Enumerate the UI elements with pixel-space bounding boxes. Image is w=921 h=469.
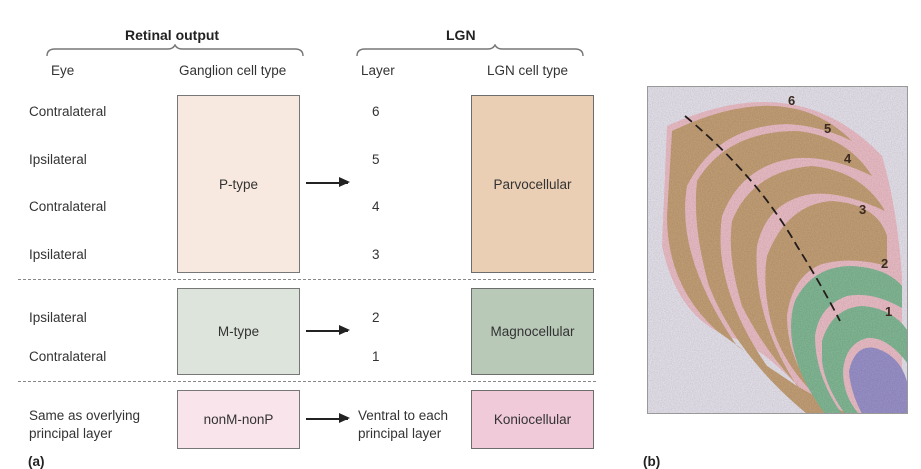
layer-number-6: 6 [372, 104, 380, 119]
retinal-output-title: Retinal output [125, 27, 220, 43]
histology-label-1: 1 [885, 304, 892, 319]
lgn-brace [356, 44, 584, 57]
ganglion-label-nonm-nonp: nonM-nonP [203, 412, 274, 427]
lgn-label-parvocellular: Parvocellular [493, 176, 572, 192]
parvo-layer-5 [695, 131, 872, 414]
column-header-layer: Layer [361, 63, 395, 78]
layer-number-3: 3 [372, 247, 380, 262]
histology-label-6: 6 [788, 93, 795, 108]
ganglion-box-nonm-nonp: nonM-nonP [177, 390, 300, 449]
layer-number-2: 2 [372, 310, 380, 325]
magno-layer-2 [791, 266, 902, 414]
separator-parvo-magno [18, 279, 596, 280]
layer-number-5: 5 [372, 152, 380, 167]
arrow-p-to-parvo [306, 178, 350, 186]
ganglion-box-p-type: P-type [177, 95, 300, 273]
histology-label-4: 4 [844, 151, 852, 166]
magno-layer-1 [822, 306, 908, 414]
separator-magno-konio [18, 381, 596, 382]
layer-ventral: Ventral to each principal layer [358, 408, 449, 441]
histology-label-2: 2 [881, 256, 888, 271]
ganglion-box-m-type: M-type [177, 288, 300, 375]
parvo-layer-6 [667, 105, 852, 414]
hilum-region [849, 347, 908, 414]
histology-label-3: 3 [859, 202, 866, 217]
electrode-track-line [684, 115, 841, 322]
arrow-k-to-konio [306, 414, 350, 422]
lgn-box-koniocellular: Koniocellular [471, 390, 594, 449]
eye-row-layer-6: Contralateral [29, 104, 107, 119]
layer-number-1: 1 [372, 349, 380, 364]
layer-number-4: 4 [372, 199, 380, 214]
eye-row-layer-2: Ipsilateral [29, 310, 87, 325]
lgn-box-magnocellular: Magnocellular [471, 288, 594, 375]
lgn-label-magnocellular: Magnocellular [490, 324, 575, 339]
lgn-box-parvocellular: Parvocellular [471, 95, 594, 273]
eye-row-koniocellular: Same as overlying principal layer [29, 408, 141, 441]
eye-row-layer-5: Ipsilateral [29, 152, 87, 167]
column-header-ganglion-cell-type: Ganglion cell type [179, 63, 287, 78]
column-header-lgn-cell-type: LGN cell type [487, 63, 569, 78]
ganglion-label-p-type: P-type [218, 176, 259, 192]
lgn-label-koniocellular: Koniocellular [493, 412, 572, 427]
image-frame [647, 86, 908, 414]
lgn-title: LGN [446, 27, 476, 43]
eye-row-layer-1: Contralateral [29, 349, 107, 364]
lgn-histology-image: 6 5 4 3 2 1 [647, 86, 908, 414]
arrow-m-to-magno [306, 326, 350, 334]
retinal-output-brace [46, 44, 304, 57]
panel-b-label: (b) [643, 454, 661, 469]
histology-label-5: 5 [824, 121, 831, 136]
parvo-layer-3 [765, 201, 887, 414]
eye-row-layer-3: Ipsilateral [29, 247, 87, 262]
eye-row-layer-4: Contralateral [29, 199, 107, 214]
panel-a-label: (a) [28, 454, 45, 469]
column-header-eye: Eye [51, 63, 75, 78]
ganglion-label-m-type: M-type [217, 324, 260, 339]
